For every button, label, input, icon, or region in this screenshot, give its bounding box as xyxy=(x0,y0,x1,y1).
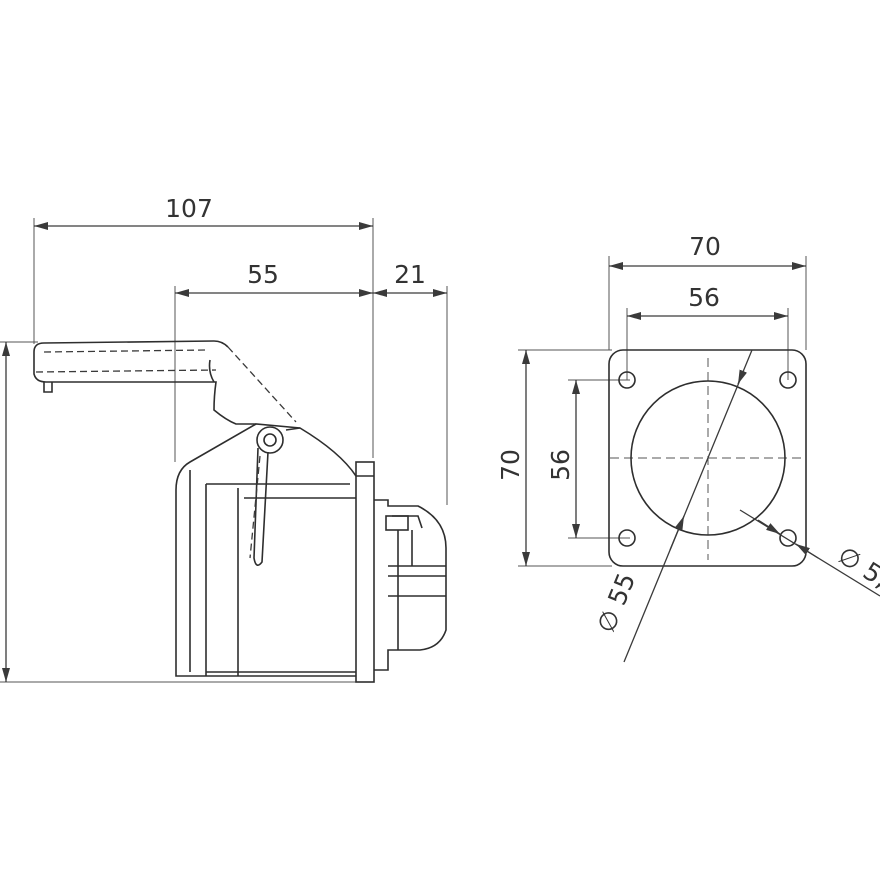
leader-arrow-hole-upper xyxy=(757,519,781,535)
mounting-hole xyxy=(618,371,636,389)
mounting-hole xyxy=(779,371,797,389)
dim-label-107: 107 xyxy=(165,194,213,223)
dim-label-opening-diameter: ∅ 55 xyxy=(591,569,641,637)
front-view: 70 56 70 56 ∅ 55 ∅ 5, xyxy=(496,232,880,663)
dim-label-flange-height: 70 xyxy=(496,449,525,481)
hinged-lid xyxy=(33,340,297,425)
rear-terminal-housing xyxy=(374,499,447,671)
leader-arrow-opening-upper xyxy=(737,349,753,385)
dim-label-flange-width: 70 xyxy=(689,232,721,261)
socket-body xyxy=(175,423,357,677)
dim-label-21: 21 xyxy=(394,260,426,289)
leader-arrow-opening-lower xyxy=(669,515,685,551)
dim-label-hole-spacing-vertical: 56 xyxy=(546,449,575,481)
side-view: 107 55 21 xyxy=(0,194,448,683)
dim-label-hole-spacing-horizontal: 56 xyxy=(688,283,720,312)
dim-label-hole-diameter: ∅ 5, xyxy=(833,540,880,593)
socket-opening xyxy=(630,380,786,536)
mounting-hole xyxy=(779,529,797,547)
mounting-hole xyxy=(618,529,636,547)
dim-label-55: 55 xyxy=(247,260,279,289)
flange-plate xyxy=(608,349,807,567)
leader-arrow-hole-lower xyxy=(795,543,819,559)
mounting-flange xyxy=(355,461,375,683)
mounting-holes xyxy=(618,371,797,547)
